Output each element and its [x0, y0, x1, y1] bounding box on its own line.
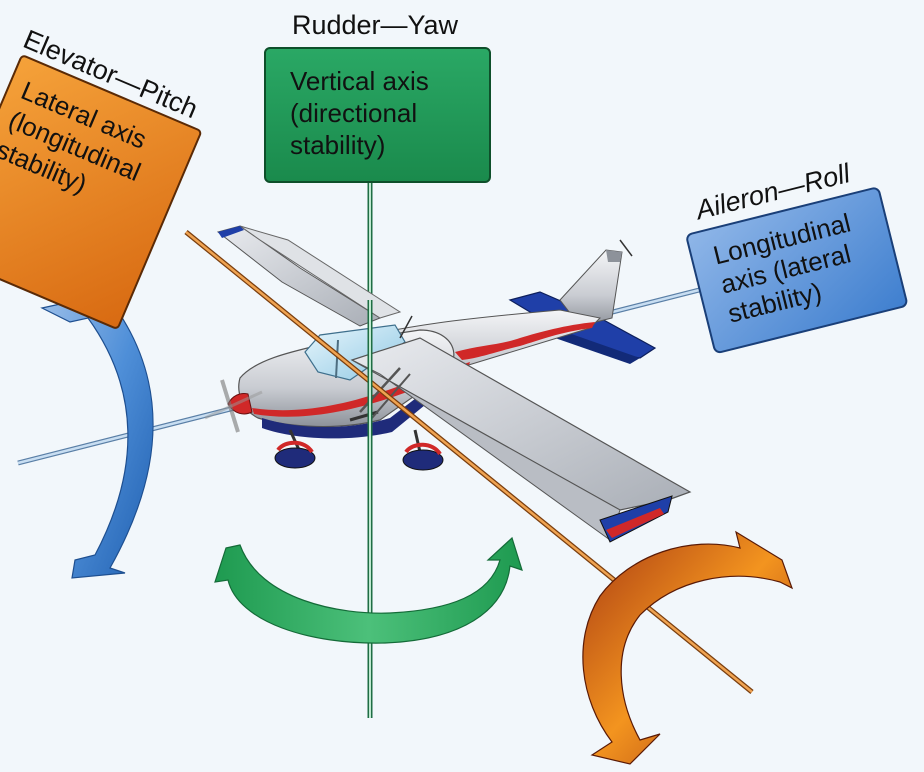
yaw-box-line-1: Vertical axis	[290, 66, 429, 96]
yaw-rotation-arrow	[214, 536, 523, 644]
yaw-axis-box: Vertical axis (directional stability)	[264, 47, 491, 183]
pitch-rotation-arrow	[582, 530, 794, 765]
yaw-box-line-2: (directional	[290, 98, 417, 128]
airplane	[204, 225, 692, 543]
roll-rotation-arrow	[40, 278, 154, 579]
yaw-control-label: Rudder—Yaw	[292, 10, 459, 40]
yaw-box-line-3: stability)	[290, 130, 385, 160]
